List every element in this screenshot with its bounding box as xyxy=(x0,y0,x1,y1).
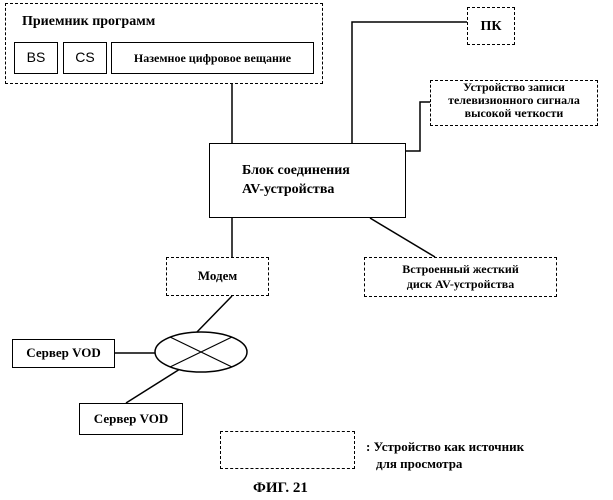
line-modem-to-network xyxy=(196,296,232,333)
modem-label: Модем xyxy=(198,268,237,283)
av-unit-line1: Блок соединения xyxy=(242,163,350,179)
program-receiver-box: Приемник программ BS CS Наземное цифрово… xyxy=(5,3,323,84)
network-icon xyxy=(155,332,247,372)
terrestrial-box: Наземное цифровое вещание xyxy=(111,42,314,74)
cs-box: CS xyxy=(63,42,107,74)
hd-recorder-line3: высокой четкости xyxy=(431,107,597,120)
pc-box: ПК xyxy=(467,7,515,45)
hd-recorder-box: Устройство записи телевизионного сигнала… xyxy=(430,80,598,126)
pc-label: ПК xyxy=(480,19,501,34)
av-unit-box: Блок соединения AV-устройства xyxy=(209,143,406,218)
legend-line1: : Устройство как источник xyxy=(366,439,524,455)
vod-server-2-box: Сервер VOD xyxy=(79,403,183,435)
hdd-line1: Встроенный жесткий xyxy=(365,262,556,277)
hdd-line2: диск AV-устройства xyxy=(365,277,556,292)
legend-sample-box xyxy=(220,431,355,469)
vod-server-1-box: Сервер VOD xyxy=(12,339,115,368)
legend-line2: для просмотра xyxy=(376,456,462,472)
figure-caption: ФИГ. 21 xyxy=(253,480,308,497)
cs-label: CS xyxy=(75,49,94,65)
terrestrial-label: Наземное цифровое вещание xyxy=(134,51,291,65)
vod-server-2-label: Сервер VOD xyxy=(94,411,168,426)
bs-label: BS xyxy=(27,49,46,65)
program-receiver-title: Приемник программ xyxy=(22,14,155,30)
line-av-to-hdd xyxy=(370,218,435,257)
hdd-box: Встроенный жесткий диск AV-устройства xyxy=(364,257,557,297)
modem-box: Модем xyxy=(166,257,269,296)
line-recorder-to-av xyxy=(406,102,432,151)
bs-box: BS xyxy=(14,42,58,74)
av-unit-line2: AV-устройства xyxy=(242,182,334,198)
line-vod2-to-network xyxy=(126,369,180,403)
vod-server-1-label: Сервер VOD xyxy=(26,345,100,360)
